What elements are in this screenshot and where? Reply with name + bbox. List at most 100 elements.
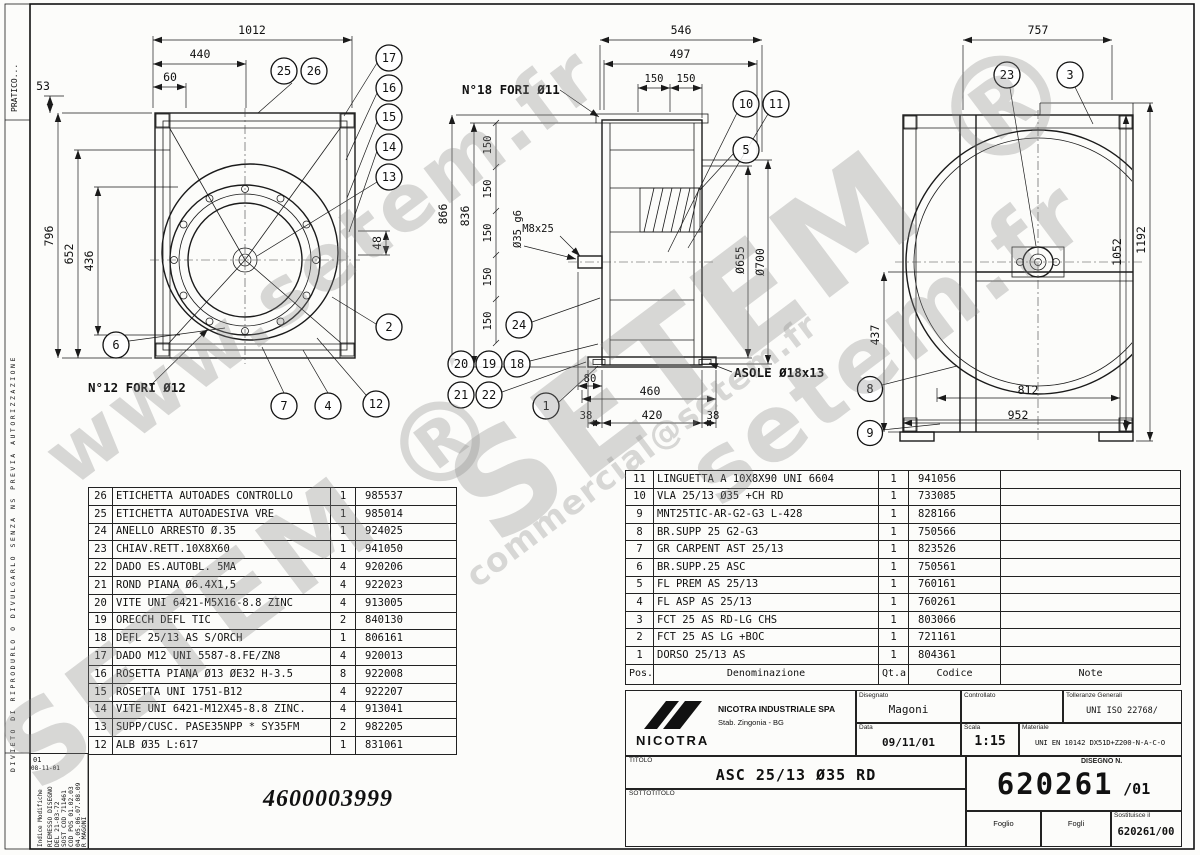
part-pos: 12 xyxy=(88,736,113,755)
svg-text:21: 21 xyxy=(454,388,468,402)
parts-row: 12 ALB Ø35 L:617 1 831061 xyxy=(88,736,457,755)
svg-text:25: 25 xyxy=(277,64,291,78)
part-code: 922023 xyxy=(355,575,457,595)
part-qty: 1 xyxy=(330,540,356,560)
part-qty: 1 xyxy=(878,522,909,542)
parts-row: 6 BR.SUPP.25 ASC 1 750561 xyxy=(625,557,1181,577)
nicotra-logo-text: NICOTRA xyxy=(636,733,710,748)
callout-balloon-14: 14 xyxy=(375,133,403,161)
part-name: DORSO 25/13 AS xyxy=(653,645,879,665)
part-pos: 16 xyxy=(88,664,113,684)
part-qty: 1 xyxy=(330,522,356,542)
svg-text:2: 2 xyxy=(385,320,392,334)
part-name: VITE UNI 6421-M5X16-8.8 ZINC xyxy=(112,593,331,613)
part-name: LINGUETTA A 10X8X90 UNI 6604 xyxy=(653,470,879,489)
parts-row: 22 DADO ES.AUTOBL. 5MA 4 920206 xyxy=(88,558,457,577)
header-codice: Codice xyxy=(908,663,1001,685)
front-housing-outline xyxy=(150,108,360,364)
part-note xyxy=(1000,610,1181,630)
part-code: 840130 xyxy=(355,611,457,631)
part-pos: 3 xyxy=(625,610,654,630)
tolerances-cell: Tolleranze Generali UNI ISO 22768/ xyxy=(1062,690,1182,724)
callout-balloon-2: 2 xyxy=(375,313,403,341)
drawing-number-cell: DISEGNO N. 620261 /01 xyxy=(965,755,1182,812)
svg-text:1: 1 xyxy=(542,399,549,413)
parts-row: 19 ORECCH DEFL TIC 2 840130 xyxy=(88,611,457,631)
svg-text:150: 150 xyxy=(482,180,494,199)
callout-balloon-18: 18 xyxy=(503,350,531,378)
part-qty: 4 xyxy=(330,593,356,613)
part-note xyxy=(1000,505,1181,524)
part-qty: 1 xyxy=(878,557,909,577)
revision-line: R MAGONI xyxy=(81,816,88,847)
part-name: SUPP/CUSC. PASE35NPP * SY35FM xyxy=(112,718,331,738)
callout-balloon-17: 17 xyxy=(375,44,403,72)
callout-balloon-22: 22 xyxy=(475,381,503,409)
title-label: TITOLO xyxy=(629,757,653,764)
part-code: 831061 xyxy=(355,736,457,755)
parts-row: 9 MNT25TIC-AR-G2-G3 L-428 1 828166 xyxy=(625,505,1181,524)
callout-balloon-21: 21 xyxy=(447,381,475,409)
dim-812: 812 xyxy=(1018,383,1039,397)
dim-150a: 150 xyxy=(645,73,664,85)
drawn-by-label: Disegnato xyxy=(859,692,889,699)
part-code: 920206 xyxy=(355,558,457,577)
tolerances-value: UNI ISO 22768/ xyxy=(1086,705,1158,716)
callout-balloon-25: 25 xyxy=(270,57,298,85)
part-qty: 2 xyxy=(330,611,356,631)
svg-text:8: 8 xyxy=(866,382,873,396)
company-info: NICOTRA INDUSTRIALE SPA Stab. Zingonia -… xyxy=(718,704,835,727)
callout-balloon-15: 15 xyxy=(375,103,403,131)
drawn-by-cell: Disegnato Magoni xyxy=(855,690,962,724)
parts-row: 17 DADO M12 UNI 5587-8.FE/ZN8 4 920013 xyxy=(88,647,457,666)
dim-53: 53 xyxy=(36,79,50,93)
part-pos: 24 xyxy=(88,522,113,542)
dim-836: 836 xyxy=(458,206,472,227)
side-dimensions: 546 497 150 150 N°18 FORI Ø11 866 836 xyxy=(436,23,824,428)
svg-text:7: 7 xyxy=(280,399,287,413)
svg-text:14: 14 xyxy=(382,140,396,154)
part-qty: 4 xyxy=(330,682,356,702)
part-qty: 8 xyxy=(330,664,356,684)
svg-text:5: 5 xyxy=(742,143,749,157)
svg-text:10: 10 xyxy=(739,97,753,111)
part-note xyxy=(1000,557,1181,577)
dim-1052: 1052 xyxy=(1110,238,1124,266)
dim-thread: M8x25 xyxy=(522,223,554,235)
part-name: ALB Ø35 L:617 xyxy=(112,736,331,755)
part-name: ETICHETTA AUTOADESIVA VRE xyxy=(112,504,331,524)
subtitle-cell: SOTTOTITOLO xyxy=(625,788,967,847)
revision-block: 01 08-11-01 Indice Modifiche RIEMESSO DI… xyxy=(30,753,89,849)
part-code: 806161 xyxy=(355,629,457,649)
drawing-title: ASC 25/13 Ø35 RD xyxy=(715,765,877,784)
company-name: NICOTRA INDUSTRIALE SPA xyxy=(718,704,836,714)
svg-text:150: 150 xyxy=(482,268,494,287)
part-code: 913005 xyxy=(355,593,457,613)
parts-row: 18 DEFL 25/13 AS S/ORCH 1 806161 xyxy=(88,629,457,649)
dim-460: 460 xyxy=(640,384,661,398)
date-value: 09/11/01 xyxy=(882,735,935,749)
parts-row: 4 FL ASP AS 25/13 1 760261 xyxy=(625,593,1181,612)
part-name: ROSETTA UNI 1751-B12 xyxy=(112,682,331,702)
rear-dimensions: 757 1052 1192 437 812 952 xyxy=(868,23,1154,442)
scale-cell: Scala 1:15 xyxy=(960,722,1020,757)
drawing-number-revision: /01 xyxy=(1123,780,1151,798)
callout-balloon-16: 16 xyxy=(375,74,403,102)
date-label: Data xyxy=(859,724,873,731)
material-label: Materiale xyxy=(1022,724,1049,731)
part-qty: 4 xyxy=(330,700,356,720)
part-qty: 4 xyxy=(330,647,356,666)
svg-text:22: 22 xyxy=(482,388,496,402)
part-pos: 22 xyxy=(88,558,113,577)
part-name: BR.SUPP 25 G2-G3 xyxy=(653,522,879,542)
rear-callouts: 23 3 8 9 xyxy=(856,61,1094,447)
tolerances-label: Tolleranze Generali xyxy=(1066,692,1123,699)
svg-text:150: 150 xyxy=(482,136,494,155)
part-name: FCT 25 AS RD-LG CHS xyxy=(653,610,879,630)
part-qty: 2 xyxy=(330,718,356,738)
callout-balloon-23: 23 xyxy=(993,61,1021,89)
parts-row: 24 ANELLO ARRESTO Ø.35 1 924025 xyxy=(88,522,457,542)
dim-866: 866 xyxy=(436,204,450,225)
margin-legal-text: DIVIETO DI RIPRODURLO O DIVULGARLO SENZA… xyxy=(9,355,17,772)
callout-balloon-12: 12 xyxy=(362,390,390,418)
